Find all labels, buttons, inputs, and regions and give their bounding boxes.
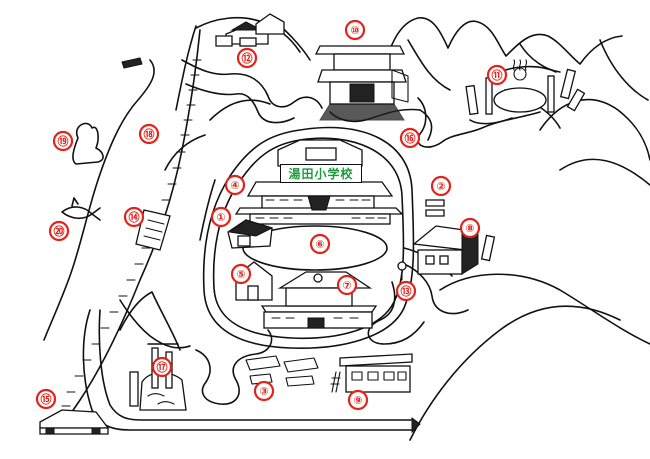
marker-label: ① [216,211,225,224]
marker-label: ⑮ [41,392,52,406]
building-8 [412,225,496,275]
building-17 [129,343,187,411]
marker-2: ② [430,175,452,197]
marker-18: ⑱ [138,123,160,145]
marker-circle [35,388,57,410]
building-11 [465,59,586,116]
marker-label: ③ [259,385,268,398]
marker-3: ③ [253,380,275,402]
building-9 [330,353,413,393]
marker-circle [48,220,70,242]
marker-label: ⑦ [342,279,351,292]
marker-circle [230,263,252,285]
map-markers: ① ② ③ ④ ⑤ ⑥ ⑦ ⑧ ⑨ ⑩ ⑪ ⑫ ⑬ ⑭ ⑮ ⑯ ⑰ ⑱ ⑲ ⑳ [35,19,508,411]
road-end-marker [411,417,421,434]
marker-circle [138,123,160,145]
marker-label: ⑭ [129,210,140,224]
marker-label: ⑲ [58,134,69,148]
marker-4: ④ [224,174,246,196]
marker-5: ⑤ [230,263,252,285]
marker-circle [210,206,232,228]
sign-2 [425,199,445,217]
marker-7: ⑦ [336,274,358,296]
marker-15: ⑮ [35,388,57,410]
school-building [234,139,404,225]
marker-19: ⑲ [52,130,74,152]
roads [82,59,541,431]
marker-circle [399,127,421,149]
sign-13 [397,261,407,281]
marker-14: ⑭ [123,206,145,228]
marker-circle [236,47,258,69]
marker-12: ⑫ [236,47,258,69]
building-15 [39,409,110,435]
marker-circle [123,206,145,228]
marker-label: ⑤ [236,268,245,281]
marker-label: ⑥ [315,238,324,251]
marker-label: ⑫ [242,51,253,65]
marker-11: ⑪ [486,64,508,86]
marker-circle [344,19,366,41]
marker-6: ⑥ [309,233,331,255]
bird-20 [61,197,101,221]
marker-10: ⑩ [344,19,366,41]
marker-20: ⑳ [48,220,70,242]
marker-label: ② [436,180,445,193]
marker-circle [347,389,369,411]
marker-label: ⑧ [465,222,474,235]
marker-circle [395,280,417,302]
marker-17: ⑰ [151,356,173,378]
building-12 [215,13,285,47]
marker-label: ⑬ [401,284,412,298]
fields-3 [245,355,319,387]
building-1 [227,219,274,249]
marker-circle [430,175,452,197]
marker-circle [459,217,481,239]
river-bank [43,25,197,341]
marker-9: ⑨ [347,389,369,411]
marker-label: ④ [230,179,239,192]
marker-circle [309,233,331,255]
bridge [121,57,143,69]
marker-16: ⑯ [399,127,421,149]
marker-circle [151,356,173,378]
marker-label: ⑱ [144,127,155,141]
marker-1: ① [210,206,232,228]
marker-label: ⑩ [350,24,359,37]
marker-circle [486,64,508,86]
rock-19 [72,122,104,165]
marker-circle [224,174,246,196]
marker-label: ⑯ [405,131,416,145]
marker-label: ⑳ [54,224,65,238]
train-14 [135,209,171,251]
marker-circle [336,274,358,296]
building-7 [260,271,378,329]
building-10 [314,45,409,121]
marker-label: ⑨ [353,394,362,407]
marker-13: ⑬ [395,280,417,302]
marker-8: ⑧ [459,217,481,239]
school-name-label: 湯田小学校 [280,164,362,183]
marker-label: ⑰ [157,360,168,374]
marker-circle [253,380,275,402]
marker-circle [52,130,74,152]
marker-label: ⑪ [492,68,503,82]
